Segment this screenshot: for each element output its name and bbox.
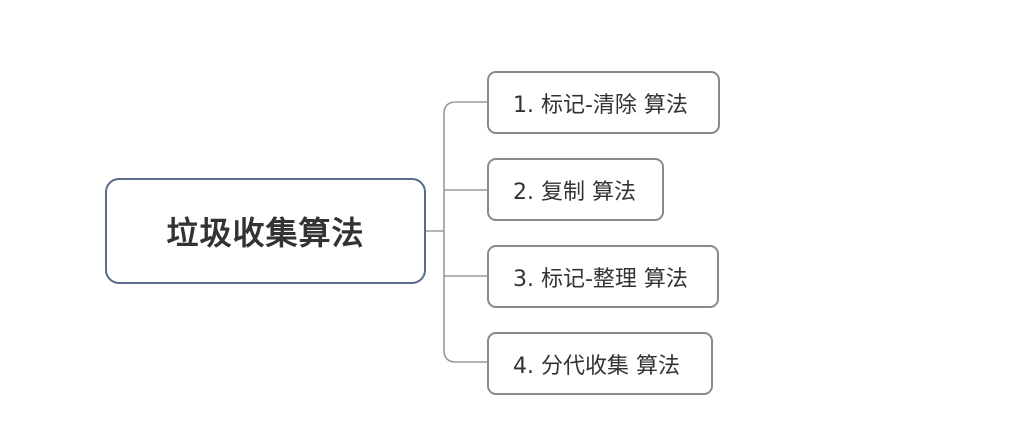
child-label: 4. 分代收集 算法: [513, 353, 680, 379]
child-node-mark-compact[interactable]: 3. 标记-整理 算法: [487, 245, 719, 308]
root-node[interactable]: 垃圾收集算法: [105, 178, 426, 284]
root-label: 垃圾收集算法: [166, 214, 365, 252]
child-node-copying[interactable]: 2. 复制 算法: [487, 158, 664, 221]
child-label: 3. 标记-整理 算法: [513, 266, 688, 292]
child-label: 1. 标记-清除 算法: [513, 92, 688, 118]
child-label: 2. 复制 算法: [513, 179, 636, 205]
child-node-mark-sweep[interactable]: 1. 标记-清除 算法: [487, 71, 720, 134]
child-node-generational[interactable]: 4. 分代收集 算法: [487, 332, 713, 395]
branch-connector-1: [443, 101, 487, 363]
